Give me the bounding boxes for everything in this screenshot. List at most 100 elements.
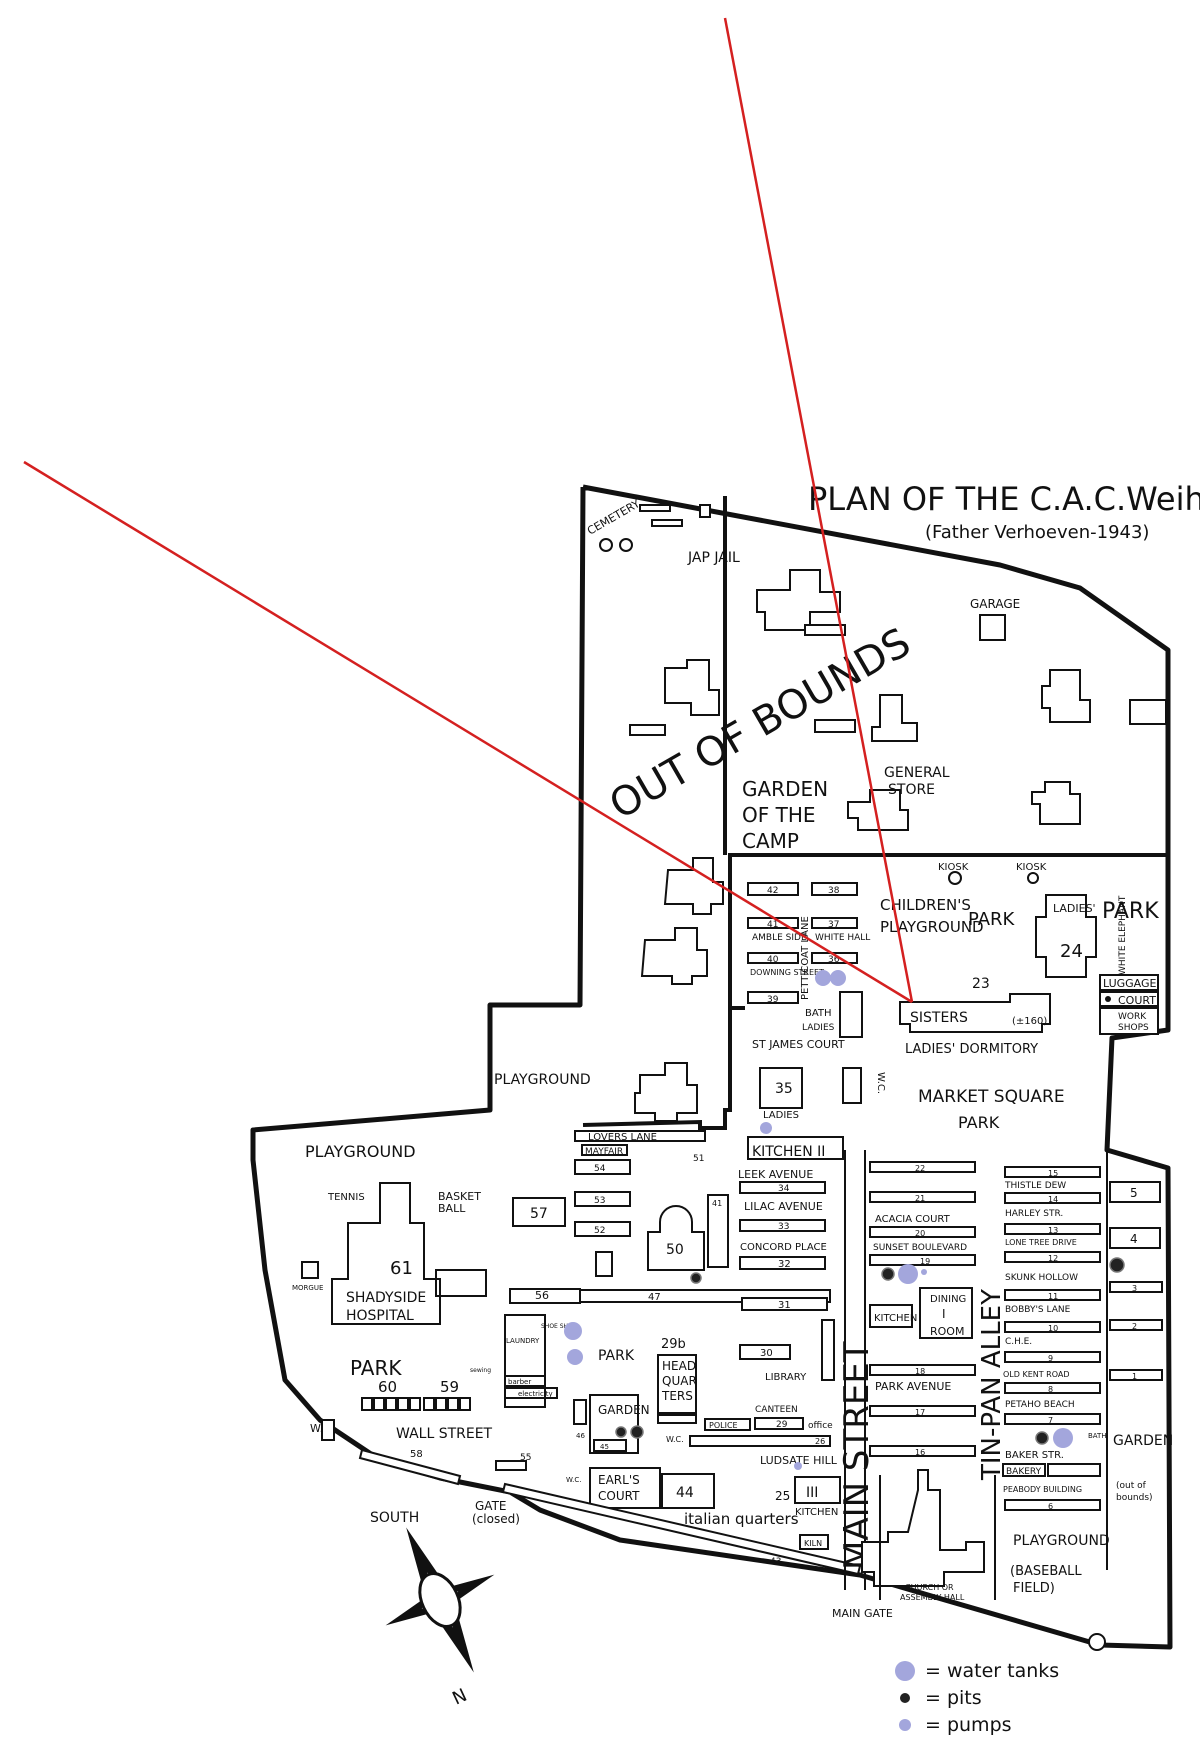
pit-marker (690, 1272, 702, 1284)
south-label: SOUTH (370, 1510, 419, 1526)
childrens-label-1: CHILDREN'S (880, 896, 971, 914)
compass-needle (439, 1613, 474, 1673)
block-53 (574, 1191, 631, 1207)
legend: = water tanks = pits = pumps (895, 1660, 1059, 1736)
concord-place-label: CONCORD PLACE (740, 1242, 827, 1253)
downing-street-label: DOWNING STREET (750, 968, 824, 977)
kiosk-1 (948, 871, 962, 885)
block-r5 (1109, 1181, 1161, 1203)
block-32-number: 32 (778, 1259, 791, 1270)
bath-right-label: BATH (1088, 1432, 1107, 1440)
legend-pumps: = pumps (925, 1714, 1012, 1736)
block-54 (574, 1159, 631, 1175)
oob-building-c (871, 694, 918, 742)
right-edge-blocks: 5 4 3 2 1 (1109, 1181, 1163, 1381)
kitchen-i-building (869, 1304, 913, 1328)
grave-marker (619, 538, 633, 552)
skunk-hollow-label: SKUNK HOLLOW (1005, 1273, 1078, 1283)
playground-mid-label: PLAYGROUND (494, 1072, 591, 1088)
tennis-label: TENNIS (327, 1192, 365, 1203)
legend-pit-swatch (900, 1693, 910, 1703)
cemetery-label: CEMETERY (585, 497, 642, 538)
block-20 (869, 1226, 976, 1238)
block-50-number: 50 (666, 1242, 684, 1258)
block-50 (647, 1205, 705, 1271)
block-54-number: 54 (594, 1164, 606, 1174)
unit (459, 1397, 471, 1411)
unit (435, 1397, 447, 1411)
garden-camp-label-3: CAMP (742, 829, 799, 853)
block-58-number: 58 (410, 1449, 423, 1460)
workshops-building (1099, 1007, 1159, 1035)
block-46-number: 46 (576, 1432, 585, 1440)
pump-marker (921, 1269, 927, 1275)
dining-room-building (919, 1287, 973, 1339)
block-44-number: 44 (676, 1485, 694, 1501)
pointer-line-1 (723, 17, 914, 1003)
block-36-number: 36 (828, 955, 840, 965)
ladies-35-label: LADIES (763, 1110, 799, 1121)
block-r3-number: 3 (1132, 1284, 1137, 1293)
dining-label-1: DINING (930, 1294, 966, 1305)
block-36 (811, 952, 858, 964)
unit (423, 1397, 435, 1411)
unit (385, 1397, 397, 1411)
wc-low-label: W.C. (566, 1476, 581, 1484)
mayfair-label: MAYFAIR (585, 1147, 623, 1157)
kitchen-iii-number: III (806, 1485, 818, 1501)
general-store (847, 789, 909, 831)
pit-marker (630, 1425, 644, 1439)
pit-marker (881, 1267, 895, 1281)
electricity-shop (504, 1387, 558, 1399)
block-33 (739, 1219, 826, 1232)
bakery-annex (1047, 1463, 1101, 1477)
dining-label-3: ROOM (930, 1325, 964, 1338)
block-8 (1004, 1382, 1101, 1394)
general-store-label-1: GENERAL (884, 765, 950, 781)
oob-building-b (664, 659, 720, 716)
block-31 (741, 1297, 828, 1311)
kiosk-1-label: KIOSK (938, 862, 969, 873)
water-tank-marker (898, 1264, 918, 1284)
office-label: office (808, 1421, 833, 1431)
kitchen-ii-building (747, 1136, 844, 1160)
block-15 (1004, 1166, 1101, 1178)
baseball-label-2: FIELD) (1013, 1581, 1055, 1596)
kitchen-ii-label: KITCHEN II (752, 1144, 825, 1160)
petaho-beach-label: PETAHO BEACH (1005, 1400, 1075, 1410)
map-title: PLAN OF THE C.A.C.Weihsien (808, 480, 1200, 518)
earls-court-label-2: COURT (598, 1489, 640, 1503)
legend-pump-swatch (899, 1719, 911, 1731)
compass-center (418, 1572, 462, 1628)
police-label: POLICE (709, 1421, 738, 1430)
compass-needle (385, 1598, 431, 1626)
oob-building-a (756, 569, 841, 631)
lone-tree-drive-label: LONE TREE DRIVE (1005, 1238, 1077, 1247)
block-30-number: 30 (760, 1348, 773, 1359)
unit (409, 1397, 421, 1411)
block-17-number: 17 (915, 1408, 925, 1417)
mid-outbuilding (595, 1251, 613, 1277)
cemetery-hut (699, 504, 711, 518)
block-44 (661, 1473, 715, 1509)
block-7-number: 7 (1048, 1416, 1053, 1425)
kitchen-iii-building (794, 1476, 841, 1504)
oob-right-label-1: (out of (1116, 1481, 1147, 1491)
garden-mid-plot (589, 1394, 639, 1454)
park-right-label: PARK (1102, 899, 1159, 924)
out-of-bounds-inner-wall (582, 853, 1168, 1130)
oob-shed (814, 719, 856, 733)
block-21-number: 21 (915, 1194, 925, 1203)
compass-rose (385, 1527, 495, 1673)
block-8-number: 8 (1048, 1385, 1053, 1394)
kitchen-iii-label: KITCHEN (795, 1507, 838, 1518)
morgue-building (301, 1261, 319, 1279)
court-label: COURT (1118, 994, 1156, 1007)
block-r1-number: 1 (1132, 1372, 1137, 1381)
acacia-court-label: ACACIA COURT (875, 1214, 951, 1225)
kiosk-2 (1027, 872, 1039, 884)
hq-label-1: HEAD (662, 1359, 696, 1373)
bakery-label: BAKERY (1006, 1467, 1042, 1477)
pit-marker (1035, 1431, 1049, 1445)
general-store-label-2: STORE (888, 782, 935, 798)
